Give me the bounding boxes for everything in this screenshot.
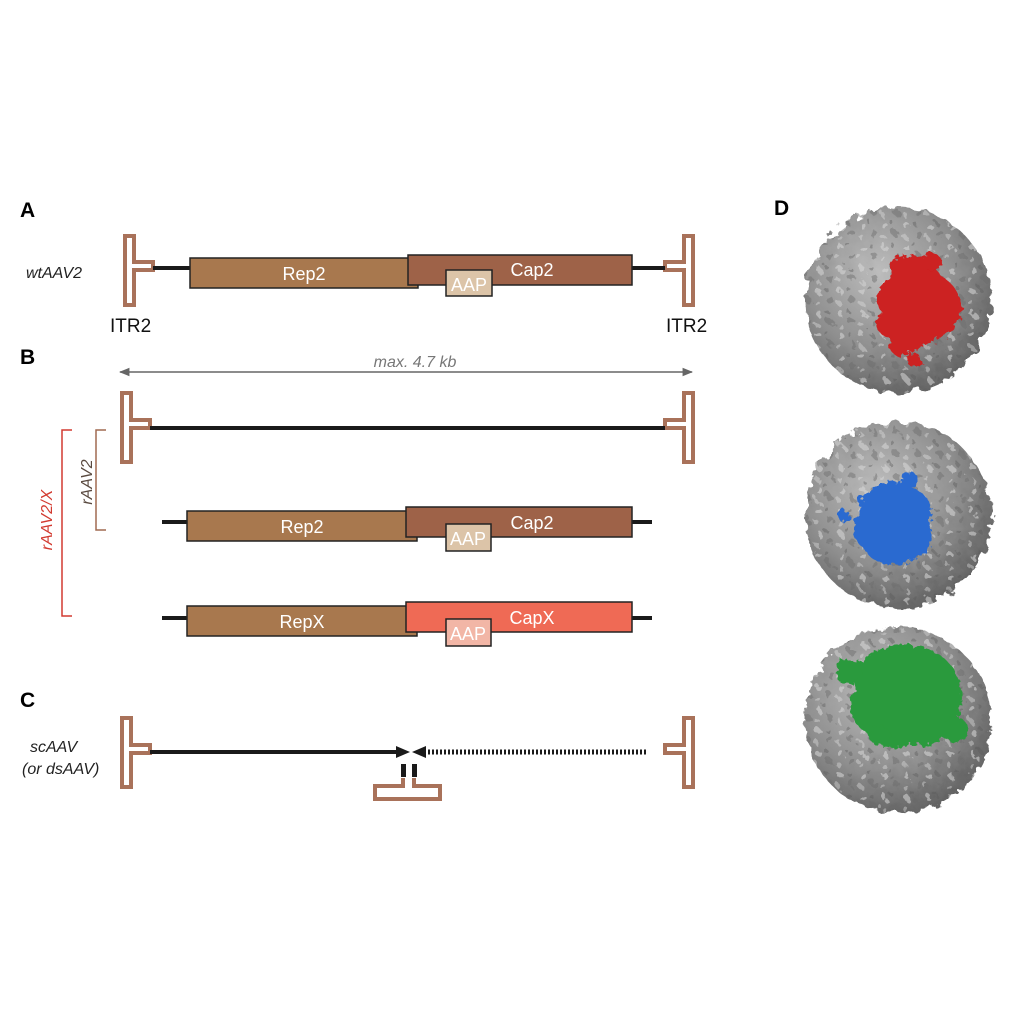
aap-gene-b1 [445, 523, 492, 552]
repx-label: RepX [279, 612, 324, 632]
hairpin-dot-left [401, 764, 406, 777]
aap-gene-a [445, 269, 493, 297]
itr-right-c [663, 716, 695, 789]
arrowhead-left [412, 746, 426, 758]
bracket-inner [95, 429, 106, 531]
panel-c: C scAAV (or dsAAV) [20, 689, 695, 801]
bracket-outer-label: rAAV2/X [39, 488, 56, 550]
construct-label-scaav: scAAV [30, 739, 78, 756]
construct-label-wtaav2: wtAAV2 [26, 265, 82, 282]
itr-right-a [663, 234, 695, 307]
capsid-highlight-green [836, 644, 969, 748]
aap-label-b1: AAP [450, 529, 486, 549]
capx-label: CapX [509, 608, 554, 628]
panel-letter-a: A [20, 199, 35, 222]
capsid-structure-blue [805, 422, 991, 608]
mutant-itr-hairpin [373, 778, 442, 801]
itr-right-b [663, 391, 695, 464]
panel-b: B max. 4.7 kb rAAV2/X rAAV2 Rep2 Cap2 AA… [20, 346, 695, 647]
construct-label-dsaav: (or dsAAV) [22, 761, 99, 778]
rep2-label-a: Rep2 [282, 264, 325, 284]
arrowhead-right [396, 746, 410, 758]
size-note: max. 4.7 kb [374, 354, 457, 371]
hairpin-dot-right [412, 764, 417, 777]
capsid-structure-green [805, 627, 991, 813]
panel-a: A wtAAV2 Rep2 Cap2 AAP ITR2 ITR2 [20, 199, 707, 337]
capsid-structure-red [805, 207, 991, 393]
bracket-outer [61, 429, 72, 617]
panel-letter-c: C [20, 689, 35, 712]
itr-left-b [120, 391, 152, 464]
cap2-gene-b [405, 506, 633, 538]
itr-left-c [120, 716, 152, 789]
cap2-label-a: Cap2 [510, 260, 553, 280]
bracket-inner-label: rAAV2 [79, 459, 96, 504]
aap-label-b2: AAP [450, 624, 486, 644]
itr-right-label: ITR2 [666, 316, 707, 337]
itr-left-label: ITR2 [110, 316, 151, 337]
rep2-label-b: Rep2 [280, 517, 323, 537]
capx-gene [405, 601, 633, 633]
aap-gene-b2 [445, 618, 492, 647]
panel-letter-b: B [20, 346, 35, 369]
capsid-highlight-red [876, 253, 962, 367]
capsid-highlight-blue [838, 472, 932, 566]
panel-d: D [774, 197, 991, 813]
cap2-label-b: Cap2 [510, 513, 553, 533]
itr-left-a [123, 234, 155, 307]
repx-gene [186, 605, 418, 637]
panel-letter-d: D [774, 197, 789, 220]
aap-label-a: AAP [451, 275, 487, 295]
